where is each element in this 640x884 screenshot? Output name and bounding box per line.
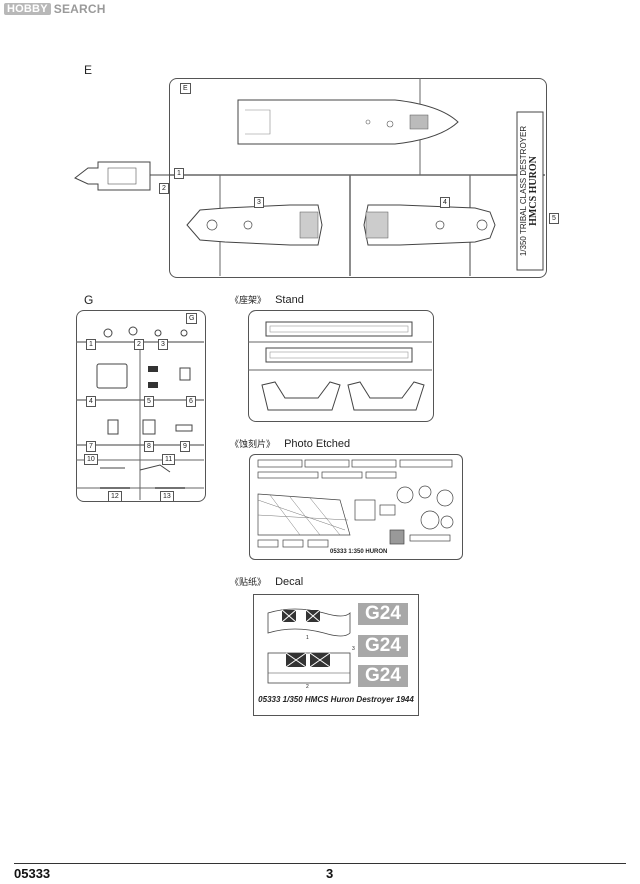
sprue-g-part-label: 6 xyxy=(186,396,196,407)
sprue-g-part-label: 9 xyxy=(180,441,190,452)
section-label-g: G xyxy=(84,293,94,307)
pe-heading-en: Photo Etched xyxy=(284,438,351,450)
sprue-e-part-label: 5 xyxy=(549,213,559,224)
section-label-e: E xyxy=(84,63,93,77)
pe-fret-text: 05333 1:350 HURON xyxy=(330,549,388,555)
pe-drawing xyxy=(257,459,454,548)
stand-heading-cn: 《座架》 xyxy=(230,295,267,305)
sprue-e-drawing xyxy=(74,78,545,276)
sprue-g-part-label: 12 xyxy=(108,491,122,502)
decal-number: 1 xyxy=(306,635,309,641)
watermark-logo: HOBBY xyxy=(4,3,51,15)
decal-code: G24 xyxy=(358,665,408,687)
pe-heading: 《蚀刻片》 Photo Etched xyxy=(230,437,350,450)
watermark-text: SEARCH xyxy=(53,2,106,16)
decal-heading: 《贴纸》 Decal xyxy=(230,575,303,588)
sprue-g-part-label: 11 xyxy=(162,454,176,465)
page-number: 3 xyxy=(326,866,334,881)
stand-heading-en: Stand xyxy=(275,294,304,306)
pe-heading-cn: 《蚀刻片》 xyxy=(230,439,276,449)
decal-heading-cn: 《贴纸》 xyxy=(230,577,267,587)
footer-divider xyxy=(14,863,626,864)
sprue-g-part-label: 1 xyxy=(86,339,96,350)
sprue-g-part-label: 10 xyxy=(84,454,98,465)
sprue-e-part-label: 4 xyxy=(440,197,450,208)
sprue-g-part-label: 2 xyxy=(134,339,144,350)
sprue-e-frame-label: E xyxy=(180,83,191,94)
decal-number: 2 xyxy=(306,684,309,690)
decal-code: G24 xyxy=(358,635,408,657)
sprue-g-part-label: 7 xyxy=(86,441,96,452)
decal-heading-en: Decal xyxy=(275,576,304,588)
decal-code: G24 xyxy=(358,603,408,625)
sprue-g-part-label: 8 xyxy=(144,441,154,452)
sprue-g-part-label: 3 xyxy=(158,339,168,350)
sprue-e-part-label: 3 xyxy=(254,197,264,208)
decal-number: 3 xyxy=(352,646,355,652)
decal-caption: 05333 1/350 HMCS Huron Destroyer 1944 xyxy=(258,695,414,704)
sprue-e-part-label: 2 xyxy=(159,183,169,194)
decal-flags xyxy=(267,608,351,684)
sprue-e-part-label: 1 xyxy=(174,168,184,179)
watermark: HOBBY SEARCH xyxy=(4,2,106,16)
decal-sheet: 1 2 3 G24 G24 G24 05333 1/350 HMCS Huron… xyxy=(253,594,419,716)
sprue-g-part-label: 4 xyxy=(86,396,96,407)
stand-drawing xyxy=(248,321,432,411)
stand-heading: 《座架》 Stand xyxy=(230,293,304,306)
footer-code: 05333 xyxy=(14,866,51,881)
sprue-g-part-label: 13 xyxy=(160,491,174,502)
sprue-g-frame-label: G xyxy=(186,313,198,324)
sprue-g-part-label: 5 xyxy=(144,396,154,407)
